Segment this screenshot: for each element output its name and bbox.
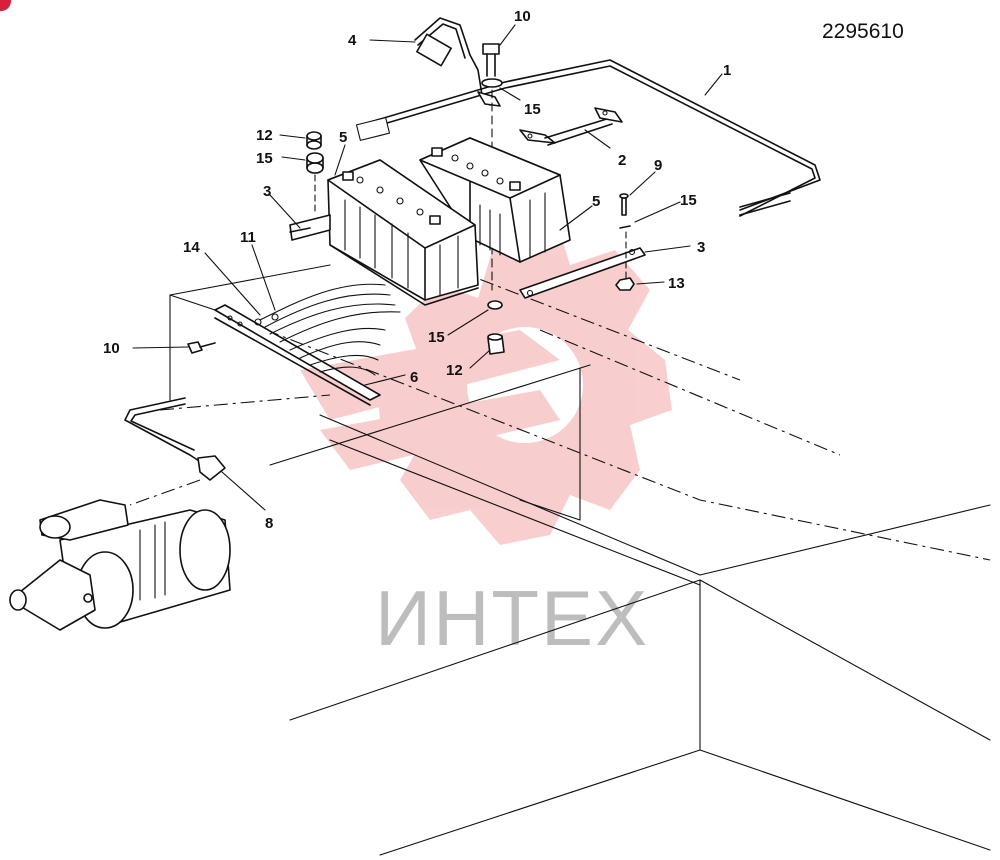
callout-5-left: 5	[339, 129, 347, 146]
callout-13: 13	[668, 275, 685, 292]
callout-15-lower: 15	[428, 329, 445, 346]
callout-5-right: 5	[592, 193, 600, 210]
callout-15-top: 15	[524, 101, 541, 118]
callout-2: 2	[618, 152, 626, 169]
corner-badge	[0, 0, 11, 11]
battery-clamp	[519, 107, 623, 146]
battery-tray	[214, 304, 381, 406]
cable-strap	[414, 17, 501, 107]
callout-12-top: 12	[256, 127, 273, 144]
callout-9: 9	[654, 157, 662, 174]
callout-12-lower: 12	[446, 362, 463, 379]
callout-10-top: 10	[514, 8, 531, 25]
washer-15-top	[306, 152, 324, 216]
callout-3-left: 3	[263, 183, 271, 200]
battery-cables	[259, 283, 401, 376]
callout-1: 1	[723, 62, 731, 79]
bolt-top	[481, 43, 503, 291]
nut-13	[615, 277, 635, 291]
callout-3-right: 3	[697, 239, 705, 256]
bolt-left	[187, 341, 216, 354]
nut-12-top	[306, 131, 322, 150]
battery-right	[419, 137, 571, 263]
starter-cable	[124, 397, 226, 506]
callout-labels: 1 2 3 3 4 5 5 6 8 9 10 10 11 12 12 13 14…	[103, 8, 731, 532]
starter-motor	[9, 499, 231, 631]
callout-4: 4	[348, 32, 357, 49]
callout-11: 11	[240, 229, 256, 246]
callout-15-left: 15	[256, 150, 273, 167]
vehicle-frame	[159, 259, 991, 856]
watermark-text: ИНТЕХ	[375, 574, 649, 662]
callout-10-left: 10	[103, 340, 120, 357]
battery-left	[327, 159, 479, 306]
bolt-9	[619, 193, 631, 279]
washer-15-lower	[487, 300, 503, 310]
callout-14: 14	[183, 239, 200, 256]
hold-down-bar-left	[289, 214, 331, 241]
callout-15-right: 15	[680, 192, 697, 209]
callout-6: 6	[410, 369, 418, 386]
document-number: 2295610	[822, 20, 904, 43]
hold-down-bar-right	[519, 247, 646, 299]
callout-8: 8	[265, 515, 273, 532]
nut-12-lower	[487, 333, 505, 355]
leader-lines	[132, 24, 723, 511]
